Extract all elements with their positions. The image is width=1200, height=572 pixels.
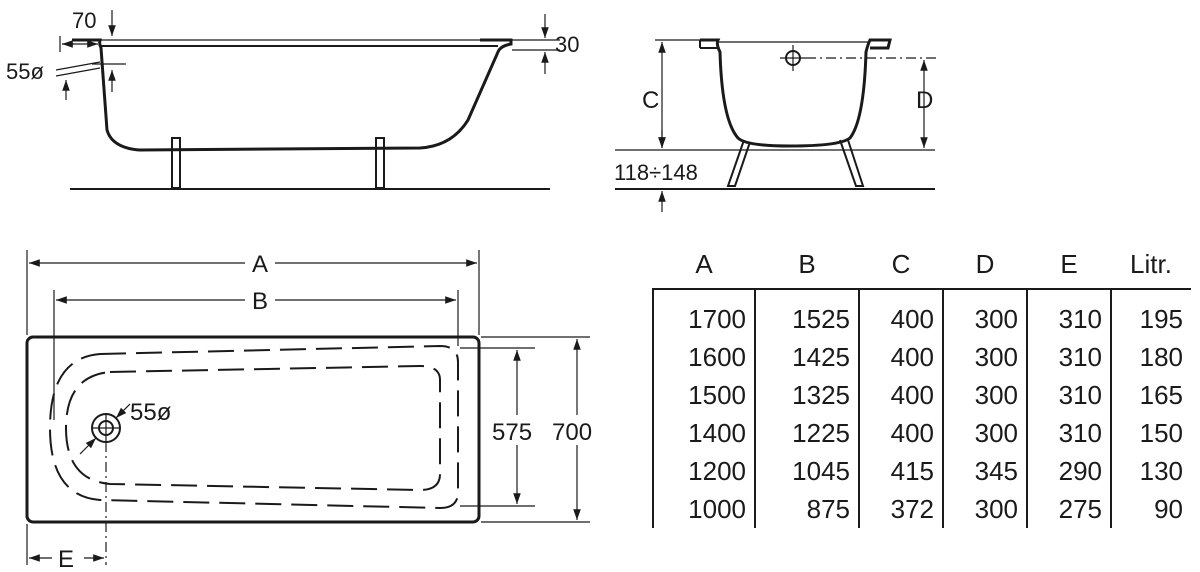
cell-litr: 180 <box>1110 338 1191 376</box>
tub-inner-outline <box>48 344 459 510</box>
cell-c: 400 <box>858 289 943 338</box>
dim-c-label: C <box>642 87 659 114</box>
cell-d: 300 <box>942 289 1027 338</box>
table-row: 1000 875 372 300 275 90 <box>652 490 1191 528</box>
cell-e: 310 <box>1026 338 1111 376</box>
top-view: 55ø A B 575 700 E <box>25 250 592 572</box>
cell-c: 400 <box>858 376 943 414</box>
tub-end-profile <box>700 38 892 148</box>
cell-a: 1700 <box>652 289 755 338</box>
cell-e: 275 <box>1026 490 1111 528</box>
cell-c: 400 <box>858 338 943 376</box>
dimension-table: A B C D E Litr. 1700 1525 400 300 310 19… <box>652 240 1191 528</box>
cell-e: 290 <box>1026 452 1111 490</box>
tub-side-profile <box>72 38 513 152</box>
leg-range-label: 118÷148 <box>614 160 698 185</box>
dim-e-label: E <box>58 546 74 572</box>
dim-a-label: A <box>252 251 268 278</box>
cell-a: 1200 <box>652 452 755 490</box>
cell-d: 345 <box>942 452 1027 490</box>
leg-end-left <box>726 139 751 187</box>
cell-litr: 195 <box>1110 289 1191 338</box>
cell-litr: 150 <box>1110 414 1191 452</box>
col-header-litr: Litr. <box>1130 248 1172 279</box>
cell-b: 875 <box>754 490 859 528</box>
cell-a: 1000 <box>652 490 755 528</box>
cell-b: 1425 <box>754 338 859 376</box>
cell-b: 1525 <box>754 289 859 338</box>
leg-right <box>375 137 385 189</box>
rim-height-label: 30 <box>555 32 579 57</box>
outlet-dia-label: 55ø <box>6 59 44 84</box>
cell-e: 310 <box>1026 376 1111 414</box>
cell-d: 300 <box>942 376 1027 414</box>
cell-litr: 90 <box>1110 490 1191 528</box>
cell-d: 300 <box>942 414 1027 452</box>
table-row: 1500 1325 400 300 310 165 <box>652 376 1191 414</box>
cell-a: 1500 <box>652 376 755 414</box>
cell-b: 1045 <box>754 452 859 490</box>
table-header-row: A B C D E Litr. <box>653 240 1191 289</box>
tub-outer-outline <box>25 335 481 524</box>
cell-e: 310 <box>1026 289 1111 338</box>
table-row: 1600 1425 400 300 310 180 <box>652 338 1191 376</box>
cell-litr: 165 <box>1110 376 1191 414</box>
cell-b: 1325 <box>754 376 859 414</box>
cell-e: 310 <box>1026 414 1111 452</box>
cell-c: 372 <box>858 490 943 528</box>
rim-width-label: 70 <box>72 8 96 33</box>
table-row: 1200 1045 415 345 290 130 <box>652 452 1191 490</box>
dim-d-label: D <box>916 87 933 114</box>
cell-litr: 130 <box>1110 452 1191 490</box>
table-row: 1400 1225 400 300 310 150 <box>652 414 1191 452</box>
drain-dia-label: 55ø <box>130 399 172 426</box>
col-header-e: E <box>1060 248 1078 279</box>
cell-d: 300 <box>942 490 1027 528</box>
side-view: 70 30 55ø <box>6 8 579 190</box>
end-view: C D 118÷148 <box>614 38 940 212</box>
dim-b-label: B <box>252 288 268 315</box>
tub-basin-outline <box>64 364 441 492</box>
cell-a: 1400 <box>652 414 755 452</box>
col-header-a: A <box>695 248 713 279</box>
col-header-d: D <box>975 248 995 279</box>
outer-width-label: 700 <box>552 419 592 446</box>
col-header-c: C <box>891 248 911 279</box>
cell-b: 1225 <box>754 414 859 452</box>
leg-end-right <box>839 139 865 187</box>
cell-d: 300 <box>942 338 1027 376</box>
cell-c: 415 <box>858 452 943 490</box>
table-row: 1700 1525 400 300 310 195 <box>652 289 1191 338</box>
leg-left <box>171 137 181 189</box>
cell-c: 400 <box>858 414 943 452</box>
cell-a: 1600 <box>652 338 755 376</box>
inner-width-label: 575 <box>492 419 532 446</box>
col-header-b: B <box>798 248 816 279</box>
